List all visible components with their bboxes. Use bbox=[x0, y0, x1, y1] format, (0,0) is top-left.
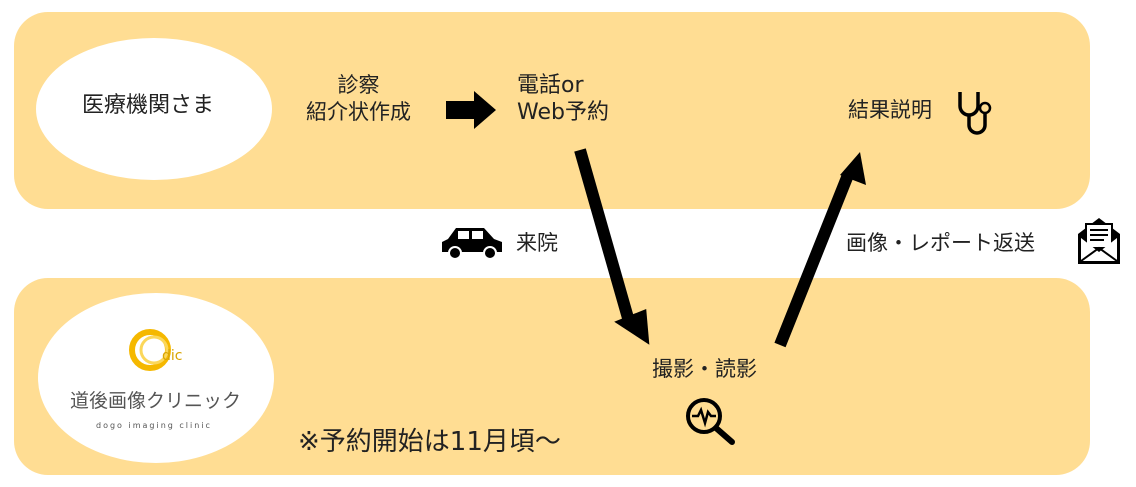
step-diagnosis-line1: 診察 bbox=[337, 73, 380, 97]
clinic-romaji: dogo imaging clinic bbox=[96, 421, 212, 430]
institution-oval bbox=[36, 38, 272, 180]
step-booking-line1: 電話or bbox=[517, 73, 584, 98]
car-icon bbox=[442, 228, 502, 260]
arrow-down-head bbox=[614, 308, 650, 345]
result-label: 結果説明 bbox=[848, 98, 932, 122]
clinic-name: 道後画像クリニック bbox=[70, 390, 242, 412]
arrow-down-to-scan bbox=[574, 148, 636, 327]
booking-start-note: ※予約開始は11月頃〜 bbox=[298, 427, 561, 457]
step-booking-line2: Web予約 bbox=[517, 100, 609, 125]
arrow-right-icon bbox=[446, 91, 496, 129]
magnifier-wave-icon bbox=[686, 398, 735, 445]
envelope-icon bbox=[1078, 218, 1120, 264]
logo-mark-text: dic bbox=[162, 348, 182, 364]
arrow-up-head bbox=[840, 152, 866, 185]
institution-label: 医療機関さま bbox=[82, 93, 215, 118]
return-label: 画像・レポート返送 bbox=[846, 231, 1035, 255]
scan-label: 撮影・読影 bbox=[652, 357, 757, 381]
step-diagnosis: 診察 紹介状作成 bbox=[306, 72, 411, 126]
clinic-logo-mark: dic bbox=[129, 329, 182, 371]
arrow-up-to-result bbox=[774, 172, 854, 348]
step-booking: 電話or Web予約 bbox=[517, 72, 609, 126]
clinic-logo-oval bbox=[38, 293, 274, 463]
visit-label: 来院 bbox=[516, 231, 558, 255]
stethoscope-icon bbox=[958, 92, 992, 135]
step-diagnosis-line2: 紹介状作成 bbox=[306, 100, 411, 124]
